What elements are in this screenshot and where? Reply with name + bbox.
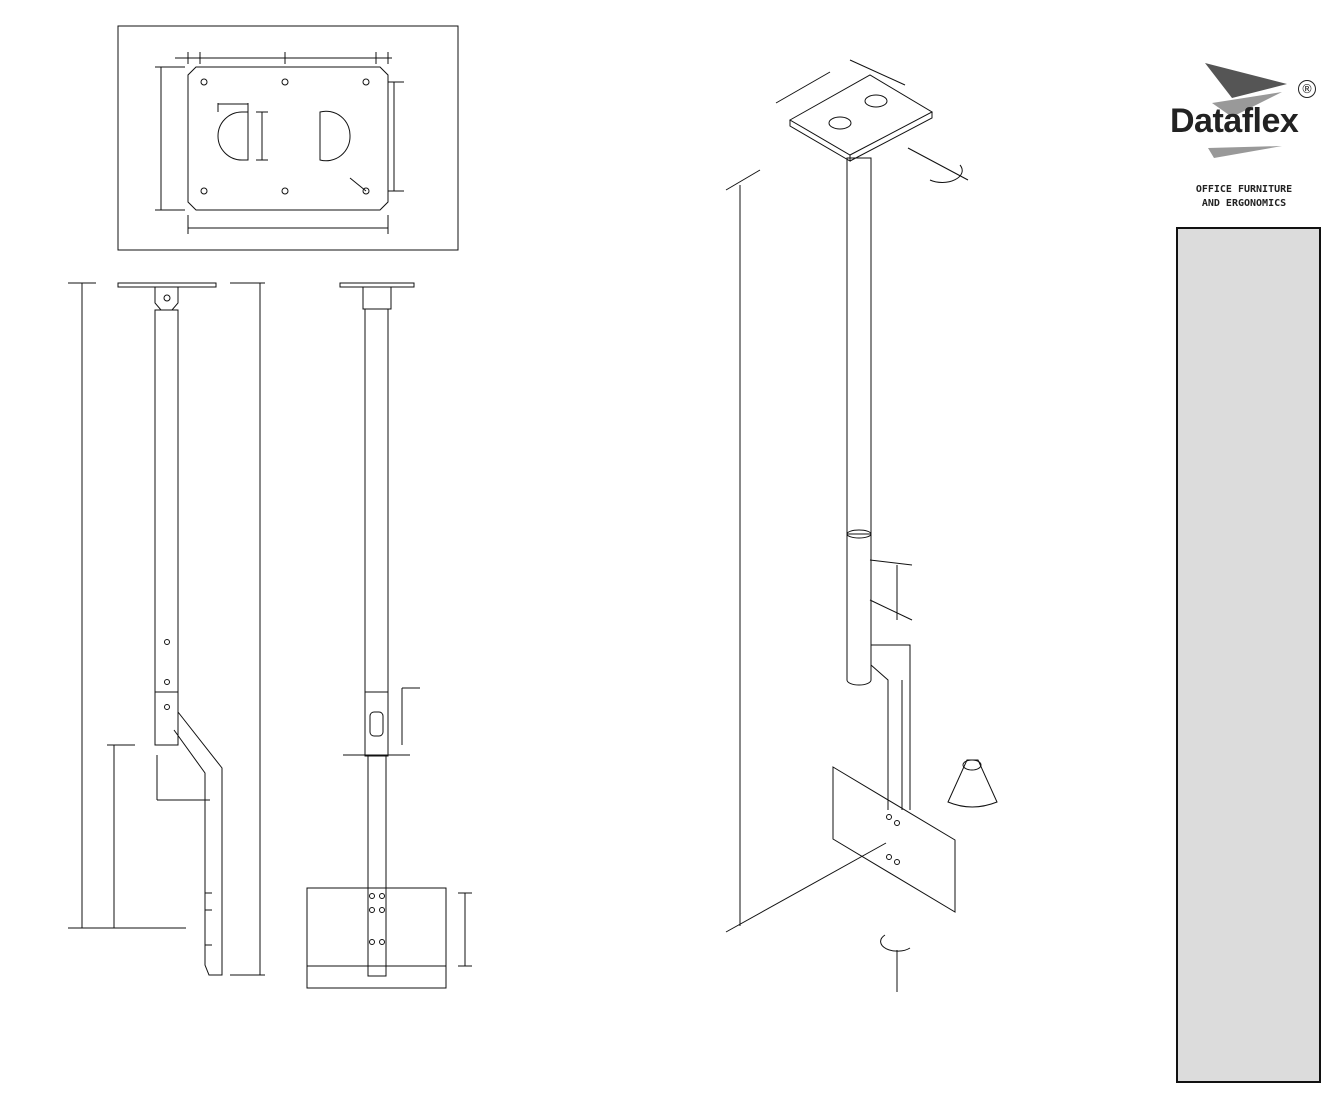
side-view <box>68 282 265 976</box>
info-panel <box>1176 227 1321 1083</box>
tagline: OFFICE FURNITURE AND ERGONOMICS <box>1176 183 1312 211</box>
top-plate-view <box>117 25 459 251</box>
brand-name: Dataflex <box>1170 102 1299 140</box>
isometric-view <box>725 59 998 992</box>
front-view <box>306 282 472 989</box>
registered-mark: ® <box>1298 80 1316 98</box>
tagline-line-1: OFFICE FURNITURE <box>1195 184 1293 195</box>
tagline-line-2: AND ERGONOMICS <box>1201 198 1287 209</box>
dataflex-logo-mark <box>1205 63 1287 158</box>
